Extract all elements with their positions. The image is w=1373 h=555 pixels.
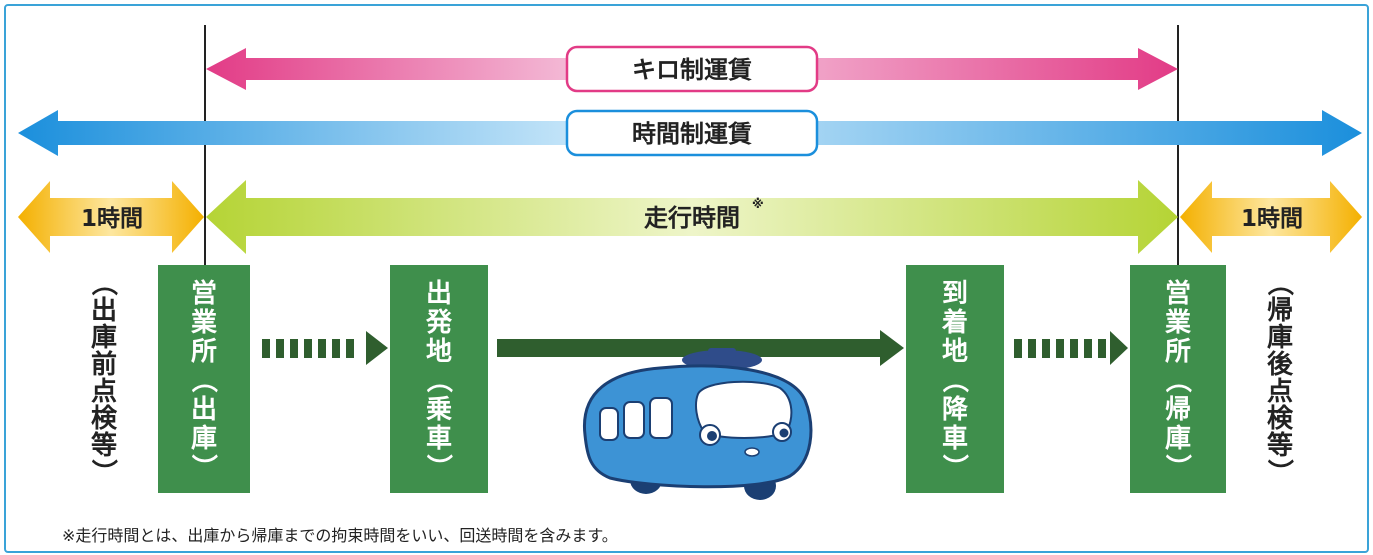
vertical-char: 庫 <box>1165 424 1191 454</box>
vertical-char: ） <box>88 459 118 485</box>
service-arrow <box>497 330 904 366</box>
vertical-char: （ <box>88 270 118 296</box>
before-hour-label: 1時間 <box>81 206 143 232</box>
vertical-char: 出 <box>191 395 217 425</box>
station-office-in <box>1130 265 1226 493</box>
before-hour-arrow <box>18 181 204 253</box>
vertical-char: 点 <box>91 376 117 407</box>
station-office-out-label: 営業所（出庫） <box>188 279 218 480</box>
station-arrival <box>906 265 1004 493</box>
vertical-char: ） <box>188 454 218 480</box>
vertical-char: 乗 <box>426 395 452 425</box>
driving-time-arrow <box>206 180 1178 254</box>
vertical-char: 所 <box>191 337 217 367</box>
driving-time-label: 走行時間 <box>644 204 740 232</box>
vertical-char: ） <box>939 454 969 480</box>
vertical-char: 後 <box>1267 349 1294 380</box>
vertical-char: （ <box>1162 367 1192 393</box>
vertical-char: 車 <box>426 424 452 454</box>
vertical-char: 営 <box>191 279 217 309</box>
deadhead-arrow-in <box>1014 331 1128 365</box>
station-departure <box>390 265 488 493</box>
vertical-char: （ <box>939 367 969 393</box>
vertical-char: 点 <box>1267 376 1293 407</box>
after-hour-label: 1時間 <box>1241 206 1303 232</box>
vertical-char: （ <box>1264 270 1294 296</box>
vertical-char: 降 <box>942 395 969 425</box>
station-departure-label: 出発地（乗車） <box>423 279 453 480</box>
vertical-char: 地 <box>426 337 452 367</box>
footnote: ※走行時間とは、出庫から帰庫までの拘束時間をいい、回送時間を含みます。 <box>62 526 618 545</box>
station-arrival-label: 到着地（降車） <box>939 279 969 480</box>
vertical-char: 業 <box>191 308 217 338</box>
vertical-char: 庫 <box>191 424 217 454</box>
vertical-char: 発 <box>425 308 453 338</box>
station-office-in-label: 営業所（帰庫） <box>1162 279 1192 480</box>
vertical-char: 等 <box>1267 430 1293 461</box>
vertical-char: 到 <box>942 279 968 309</box>
vertical-char: ） <box>1264 459 1294 485</box>
vertical-char: ） <box>423 454 453 480</box>
vertical-char: 検 <box>91 404 118 434</box>
driving-time-mark: ※ <box>752 197 764 211</box>
vertical-char: 庫 <box>1267 323 1293 353</box>
vertical-char: 地 <box>942 337 968 367</box>
vertical-char: 着 <box>941 307 968 338</box>
vertical-char: 帰 <box>1165 395 1191 425</box>
time-fare-box <box>565 109 819 157</box>
vertical-char: 所 <box>1165 337 1191 367</box>
vertical-char: ） <box>1162 454 1192 480</box>
vertical-char: 帰 <box>1267 296 1293 326</box>
vertical-char: 営 <box>1165 279 1191 309</box>
kilo-fare-box <box>565 45 819 93</box>
vertical-char: （ <box>423 367 453 393</box>
station-office-out <box>158 265 250 493</box>
deadhead-arrow-out <box>262 331 388 365</box>
vertical-char: （ <box>188 367 218 393</box>
diagram-frame <box>4 4 1369 553</box>
bus-icon <box>582 348 813 500</box>
vertical-char: 出 <box>426 279 452 309</box>
vertical-char: 庫 <box>91 323 117 353</box>
vertical-char: 車 <box>942 424 968 454</box>
after-hour-arrow <box>1180 181 1362 253</box>
kilo-fare-label: キロ制運賃 <box>632 56 752 84</box>
vertical-char: 業 <box>1165 308 1191 338</box>
vertical-char: 検 <box>1267 404 1294 434</box>
time-fare-label: 時間制運賃 <box>632 120 752 148</box>
vertical-char: 等 <box>91 430 117 461</box>
vertical-char: 前 <box>91 349 117 380</box>
vertical-char: 出 <box>91 296 117 326</box>
